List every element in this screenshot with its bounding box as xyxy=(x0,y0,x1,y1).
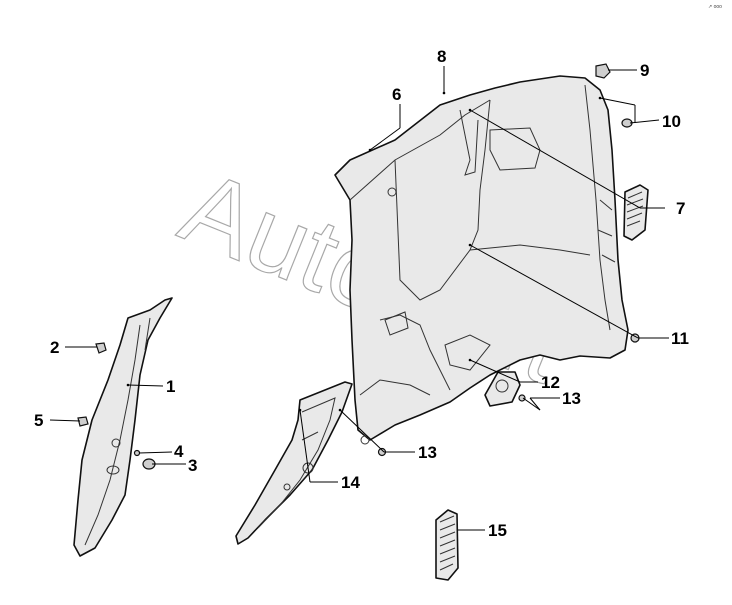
callout-12: 12 xyxy=(541,373,560,392)
clip-5 xyxy=(77,416,89,427)
callout-11: 11 xyxy=(671,329,689,348)
callout-13b: 13 xyxy=(562,389,581,408)
screw-13b xyxy=(518,394,526,402)
quarter-trim-panel xyxy=(334,75,629,445)
callout-2: 2 xyxy=(50,338,59,357)
vent-grille-7 xyxy=(623,184,649,241)
callout-labels: 1 2 3 4 5 6 7 8 9 10 11 12 13 13 14 15 xyxy=(34,47,689,540)
callout-14: 14 xyxy=(341,473,360,492)
clip-2 xyxy=(95,342,107,354)
pillar-trim-1 xyxy=(73,297,173,557)
callout-4: 4 xyxy=(174,442,184,461)
callout-6: 6 xyxy=(392,85,401,104)
leader-lines xyxy=(49,66,669,531)
lower-trim-14 xyxy=(235,381,353,545)
vent-grille-15 xyxy=(435,509,459,581)
callout-1: 1 xyxy=(166,377,175,396)
callout-5: 5 xyxy=(34,411,43,430)
washer-4 xyxy=(133,449,141,457)
callout-3: 3 xyxy=(188,456,197,475)
callout-13a: 13 xyxy=(418,443,437,462)
callout-7: 7 xyxy=(676,199,685,218)
callout-9: 9 xyxy=(640,61,649,80)
clip-9 xyxy=(595,63,611,79)
callout-15: 15 xyxy=(488,521,507,540)
callout-8: 8 xyxy=(437,47,446,66)
leader-dots xyxy=(126,91,602,412)
corner-mark: ↗ ooo xyxy=(708,4,722,10)
callout-10: 10 xyxy=(662,112,681,131)
